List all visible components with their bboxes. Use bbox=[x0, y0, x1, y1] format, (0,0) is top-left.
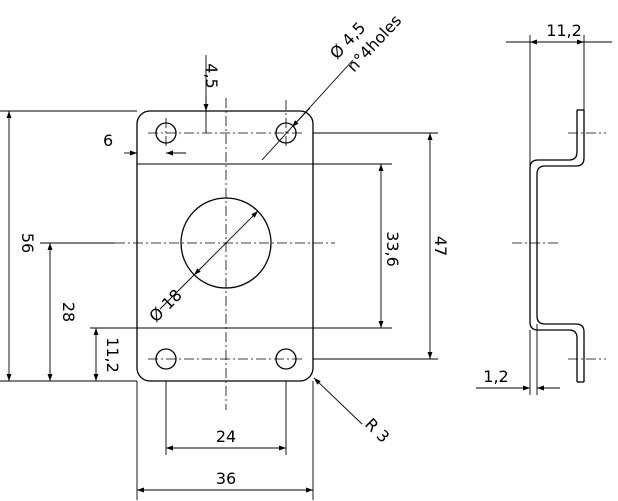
front-view: 56 28 11,2 6 4,5 Ø 4,5 n°4holes Ø 18 33,… bbox=[0, 11, 450, 500]
dim-r3-label: R 3 bbox=[361, 414, 393, 446]
dim-diameter-18-label: Ø 18 bbox=[145, 285, 185, 325]
dim-6-label: 6 bbox=[103, 131, 113, 150]
dim-47-label: 47 bbox=[431, 236, 450, 256]
dim-4-5-label: 4,5 bbox=[202, 63, 221, 88]
dim-thickness-label: 1,2 bbox=[483, 367, 508, 386]
dim-56-label: 56 bbox=[18, 233, 37, 253]
dim-36-label: 36 bbox=[216, 469, 236, 488]
dim-diameter-18-leader bbox=[159, 274, 195, 310]
bracket-profile-outer bbox=[529, 110, 578, 382]
dim-24-label: 24 bbox=[216, 427, 236, 446]
dim-11-2-label: 11,2 bbox=[103, 337, 122, 373]
side-view: 11,2 1,2 bbox=[476, 21, 612, 395]
plate-outline bbox=[136, 110, 314, 382]
dim-28-label: 28 bbox=[59, 302, 78, 322]
dim-33-6-label: 33,6 bbox=[383, 231, 402, 267]
bracket-profile-inner bbox=[536, 110, 585, 382]
dim-diameter-18-line bbox=[193, 210, 259, 276]
dim-r3-leader bbox=[313, 377, 363, 425]
hole-callout-arrow bbox=[291, 107, 311, 128]
dim-side-11-2-label: 11,2 bbox=[546, 21, 582, 40]
